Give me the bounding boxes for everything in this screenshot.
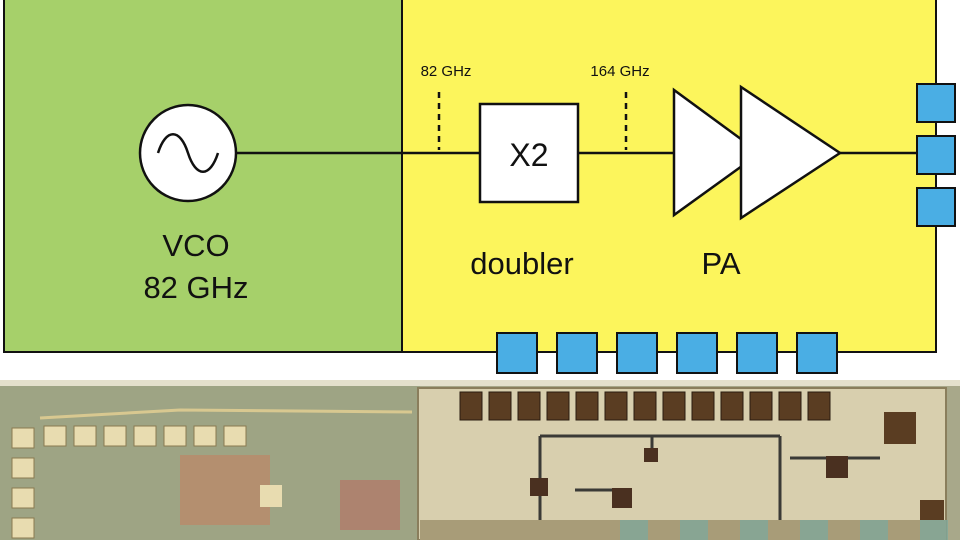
vco-pad xyxy=(43,425,67,447)
vco-frequency-label: 82 GHz xyxy=(143,270,248,305)
vco-pad xyxy=(11,457,35,479)
chip-pad xyxy=(662,391,686,421)
right-pads xyxy=(916,83,956,227)
vco-label: VCO xyxy=(162,228,229,263)
vco-pad xyxy=(133,425,157,447)
chip-pad xyxy=(604,391,628,421)
vco-pad xyxy=(11,517,35,539)
pa-stage-1-triangle xyxy=(672,87,763,218)
right-pad xyxy=(916,83,956,123)
bottom-pad xyxy=(616,332,658,374)
bottom-pad xyxy=(736,332,778,374)
pa-cell xyxy=(800,520,828,540)
vco-pad xyxy=(193,425,217,447)
chip-component xyxy=(826,456,848,478)
bottom-pad xyxy=(556,332,598,374)
chip-pad xyxy=(575,391,599,421)
sine-wave-icon xyxy=(156,133,220,173)
vco-pad xyxy=(223,425,247,447)
vco-trace xyxy=(39,408,413,420)
vco-pad xyxy=(11,427,35,449)
chip-pad xyxy=(517,391,541,421)
doubler-label: doubler xyxy=(470,246,573,281)
vco-pad xyxy=(260,485,282,507)
pa-cell xyxy=(740,520,768,540)
right-pad xyxy=(916,187,956,227)
doubler-box xyxy=(478,102,580,204)
bottom-pads xyxy=(496,332,838,374)
chip-pad xyxy=(807,391,831,421)
bottom-pad xyxy=(796,332,838,374)
vco-pad xyxy=(11,487,35,509)
chip-micrograph xyxy=(0,380,960,540)
pa-label: PA xyxy=(701,246,740,281)
chip-pad xyxy=(633,391,657,421)
vco-varactor xyxy=(340,480,400,530)
chip-component xyxy=(644,448,658,462)
vco-pad xyxy=(163,425,187,447)
pa-cell xyxy=(680,520,708,540)
chip-pad xyxy=(749,391,773,421)
pa-cell xyxy=(620,520,648,540)
vco-pad xyxy=(103,425,127,447)
vco-core xyxy=(180,455,270,525)
chip-pad xyxy=(459,391,483,421)
chip-pad xyxy=(691,391,715,421)
doubler-box-label: X2 xyxy=(509,137,548,173)
die-edge xyxy=(0,380,960,386)
chip-pad xyxy=(720,391,744,421)
chip-block xyxy=(401,0,937,353)
probe-label-164ghz: 164 GHz xyxy=(590,63,649,80)
bottom-pad xyxy=(676,332,718,374)
chip-component xyxy=(530,478,548,496)
right-pad xyxy=(916,135,956,175)
bottom-pad xyxy=(496,332,538,374)
chip-component xyxy=(612,488,632,508)
pa-cell xyxy=(860,520,888,540)
chip-pad xyxy=(778,391,802,421)
vco-pad xyxy=(73,425,97,447)
chip-pad xyxy=(488,391,512,421)
chip-pad xyxy=(546,391,570,421)
pa-stage-2-triangle xyxy=(739,84,843,221)
chip-pad-large xyxy=(884,412,916,444)
probe-label-82ghz: 82 GHz xyxy=(421,63,472,80)
pa-cell xyxy=(920,520,948,540)
oscillator-symbol xyxy=(138,103,238,203)
